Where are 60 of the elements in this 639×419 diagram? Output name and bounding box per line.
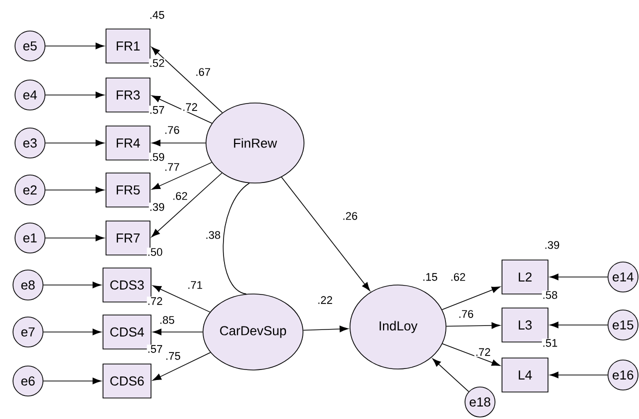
arrow: [45, 234, 104, 242]
edge-label: .76: [457, 309, 475, 319]
arrow: [152, 162, 212, 190]
edge-label: .75: [164, 351, 182, 361]
edge-label: .62: [449, 272, 467, 282]
arrow: [152, 140, 206, 146]
value-label: .72: [146, 296, 164, 306]
arrow: [43, 282, 102, 288]
value-label: .45: [148, 10, 166, 20]
arrow: [432, 358, 470, 392]
indicator-box: FR1: [106, 28, 150, 64]
arrow: [281, 176, 370, 291]
edge-label: .26: [341, 211, 359, 221]
edge-label: .62: [171, 191, 189, 201]
arrow: [45, 140, 104, 146]
edge-label: .77: [163, 162, 181, 172]
value-label: .59: [148, 152, 166, 162]
value-label: .50: [146, 248, 164, 256]
edge-label: .22: [316, 295, 334, 305]
indicator-box: FR3: [106, 78, 150, 112]
edge-label: .85: [158, 315, 176, 325]
arrow: [446, 322, 500, 329]
value-label: .15: [423, 273, 438, 281]
indicator-box: CDS6: [102, 364, 152, 398]
arrow: [152, 285, 210, 312]
arrow: [43, 328, 102, 336]
arrow: [442, 343, 500, 366]
edge-label: .38: [204, 230, 222, 240]
value-label: .52: [148, 58, 166, 68]
edge-label: .72: [181, 102, 199, 112]
value-label: .57: [146, 344, 164, 354]
arrow: [442, 286, 500, 310]
indicator-box: L4: [502, 358, 548, 392]
edge-label: .71: [186, 280, 204, 290]
arrow: [550, 322, 608, 328]
indicator-box: CDS3: [102, 268, 152, 302]
indicator-box: FR4: [106, 126, 150, 160]
edge-label: .67: [194, 67, 212, 77]
indicator-box: FR5: [106, 172, 150, 208]
arrow: [152, 328, 203, 336]
edge-label: .72: [474, 347, 492, 357]
arrow: [152, 352, 211, 381]
arrow: [45, 186, 104, 194]
indicator-box: FR7: [106, 220, 150, 256]
arrow: [550, 372, 608, 378]
arrow: [151, 46, 223, 114]
arrow: [550, 274, 608, 280]
arrow: [43, 378, 102, 384]
value-label: .39: [148, 202, 166, 212]
value-label: .58: [542, 290, 558, 300]
arrow: [45, 42, 104, 50]
value-label: .51: [542, 338, 558, 348]
edge-label: .76: [163, 125, 181, 135]
value-label: .39: [544, 240, 560, 250]
arrow: [45, 92, 104, 98]
arrow: [152, 95, 212, 124]
arrow: [302, 326, 348, 332]
indicator-box: CDS4: [102, 314, 152, 350]
arrow: [151, 172, 222, 238]
value-label: .57: [148, 106, 166, 114]
